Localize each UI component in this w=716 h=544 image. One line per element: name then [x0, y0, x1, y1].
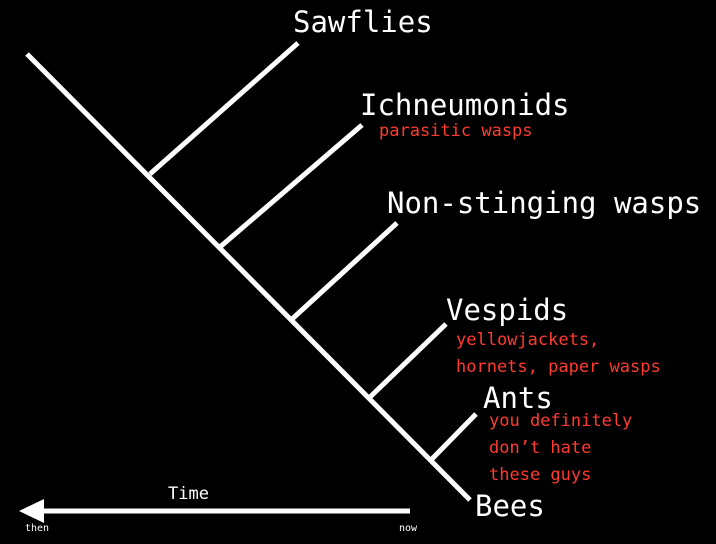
- taxon-label-ants: Ants: [483, 381, 553, 415]
- time-axis-start-label: then: [25, 523, 50, 534]
- taxon-note-ichneumonids: parasitic wasps: [379, 118, 533, 145]
- branch-ants: [428, 412, 478, 463]
- taxon-label-bees: Bees: [475, 489, 545, 523]
- branch-sawflies: [148, 41, 300, 176]
- taxon-label-vespids: Vespids: [446, 293, 569, 327]
- trunk-line: [25, 52, 472, 502]
- branch-ichneumonids: [218, 123, 364, 249]
- note-line: these guys: [489, 465, 592, 485]
- time-axis-label: Time: [168, 484, 209, 504]
- taxon-note-ants: you definitely don’t hate these guys: [489, 408, 632, 489]
- branch-non-stinging-wasps: [289, 221, 399, 322]
- note-line: you definitely: [489, 411, 633, 431]
- taxon-label-ichneumonids: Ichneumonids: [360, 88, 570, 122]
- taxon-label-non-stinging-wasps: Non-stinging wasps: [387, 186, 702, 220]
- time-axis-end-label: now: [399, 523, 418, 534]
- note-line: yellowjackets,: [456, 330, 600, 350]
- taxon-note-vespids: yellowjackets, hornets, paper wasps: [456, 327, 661, 381]
- taxon-label-sawflies: Sawflies: [293, 5, 433, 39]
- time-arrow-head: [19, 499, 44, 523]
- branch-vespids: [367, 322, 448, 400]
- note-line: don’t hate: [489, 438, 592, 458]
- note-line: parasitic wasps: [379, 121, 533, 141]
- note-line: hornets, paper wasps: [456, 357, 661, 377]
